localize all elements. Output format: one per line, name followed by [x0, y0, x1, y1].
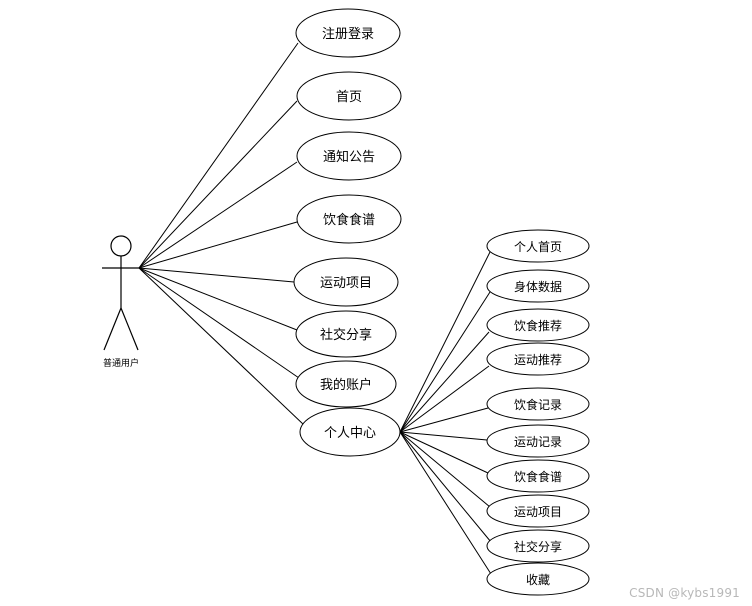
sub-use-case-personal-home[interactable]: 个人首页	[486, 229, 590, 263]
sub-use-case-body-data[interactable]: 身体数据	[486, 269, 590, 303]
assoc-notice	[138, 161, 298, 269]
use-case-exercise-items[interactable]: 运动项目	[293, 257, 399, 307]
assoc-personal-center	[138, 267, 305, 426]
actor	[102, 235, 140, 351]
use-case-recipes[interactable]: 饮食食谱	[296, 194, 402, 244]
sub-use-cases: 个人首页 身体数据 饮食推荐 运动推荐 饮食记录 运动记录 饮食食谱 运动项目	[486, 229, 590, 596]
use-case-my-account[interactable]: 我的账户	[295, 360, 397, 408]
assoc-personal-home	[399, 251, 491, 433]
sub-use-case-exercise-recommend[interactable]: 运动推荐	[486, 342, 590, 376]
assoc-body-data	[399, 291, 491, 433]
assoc-diet-record	[399, 407, 489, 433]
svg-text:饮食推荐: 饮食推荐	[514, 318, 562, 333]
sub-use-case-exercise-items[interactable]: 运动项目	[486, 494, 590, 528]
assoc-home	[138, 100, 298, 269]
sub-associations	[399, 251, 492, 575]
sub-use-case-favorites[interactable]: 收藏	[486, 562, 590, 596]
sub-use-case-diet-recommend[interactable]: 饮食推荐	[486, 308, 590, 342]
assoc-exercise-recommend	[399, 365, 490, 433]
svg-text:身体数据: 身体数据	[514, 279, 562, 294]
svg-text:饮食食谱: 饮食食谱	[514, 469, 562, 484]
svg-text:饮食食谱: 饮食食谱	[323, 212, 375, 228]
svg-text:通知公告: 通知公告	[323, 149, 375, 165]
actor-associations	[138, 42, 305, 426]
assoc-exercise-items-sub	[399, 431, 491, 508]
svg-text:运动记录: 运动记录	[514, 435, 562, 449]
assoc-exercise-record	[399, 431, 488, 441]
svg-text:社交分享: 社交分享	[320, 327, 372, 343]
assoc-diet-recommend	[399, 331, 490, 433]
assoc-my-account	[138, 267, 300, 379]
main-use-cases: 注册登录 首页 通知公告 饮食食谱 运动项目 社交分享 我的账户 个人中心	[293, 8, 402, 457]
svg-text:我的账户: 我的账户	[320, 377, 372, 393]
use-case-notice[interactable]: 通知公告	[296, 131, 402, 181]
svg-text:个人中心: 个人中心	[324, 426, 376, 441]
sub-use-case-recipes[interactable]: 饮食食谱	[486, 459, 590, 493]
assoc-social-share	[138, 267, 298, 331]
assoc-recipes-sub	[399, 431, 489, 474]
svg-text:饮食记录: 饮食记录	[514, 397, 562, 412]
actor-head	[110, 235, 132, 257]
assoc-exercise-items	[138, 267, 295, 283]
svg-text:运动项目: 运动项目	[320, 276, 372, 291]
assoc-recipes	[138, 221, 298, 269]
actor-right-leg	[120, 307, 139, 351]
svg-text:运动推荐: 运动推荐	[514, 353, 562, 367]
svg-text:注册登录: 注册登录	[322, 27, 374, 42]
assoc-favorites	[399, 431, 492, 575]
watermark: CSDN @kybs1991	[629, 586, 740, 600]
assoc-register-login	[138, 42, 299, 269]
sub-use-case-diet-record[interactable]: 饮食记录	[486, 387, 590, 421]
use-case-social-share[interactable]: 社交分享	[295, 310, 397, 358]
svg-text:运动项目: 运动项目	[514, 505, 562, 519]
svg-text:首页: 首页	[336, 90, 362, 105]
assoc-social-share-sub	[399, 431, 492, 543]
use-case-personal-center[interactable]: 个人中心	[299, 407, 401, 457]
sub-use-case-social-share[interactable]: 社交分享	[486, 529, 590, 563]
svg-text:个人首页: 个人首页	[514, 240, 562, 254]
actor-label: 普通用户	[103, 357, 139, 369]
svg-text:社交分享: 社交分享	[514, 539, 562, 554]
use-case-home[interactable]: 首页	[296, 71, 402, 121]
sub-use-case-exercise-record[interactable]: 运动记录	[486, 424, 590, 458]
svg-text:收藏: 收藏	[526, 573, 550, 587]
use-case-register-login[interactable]: 注册登录	[295, 8, 401, 58]
actor-left-leg	[103, 307, 122, 351]
